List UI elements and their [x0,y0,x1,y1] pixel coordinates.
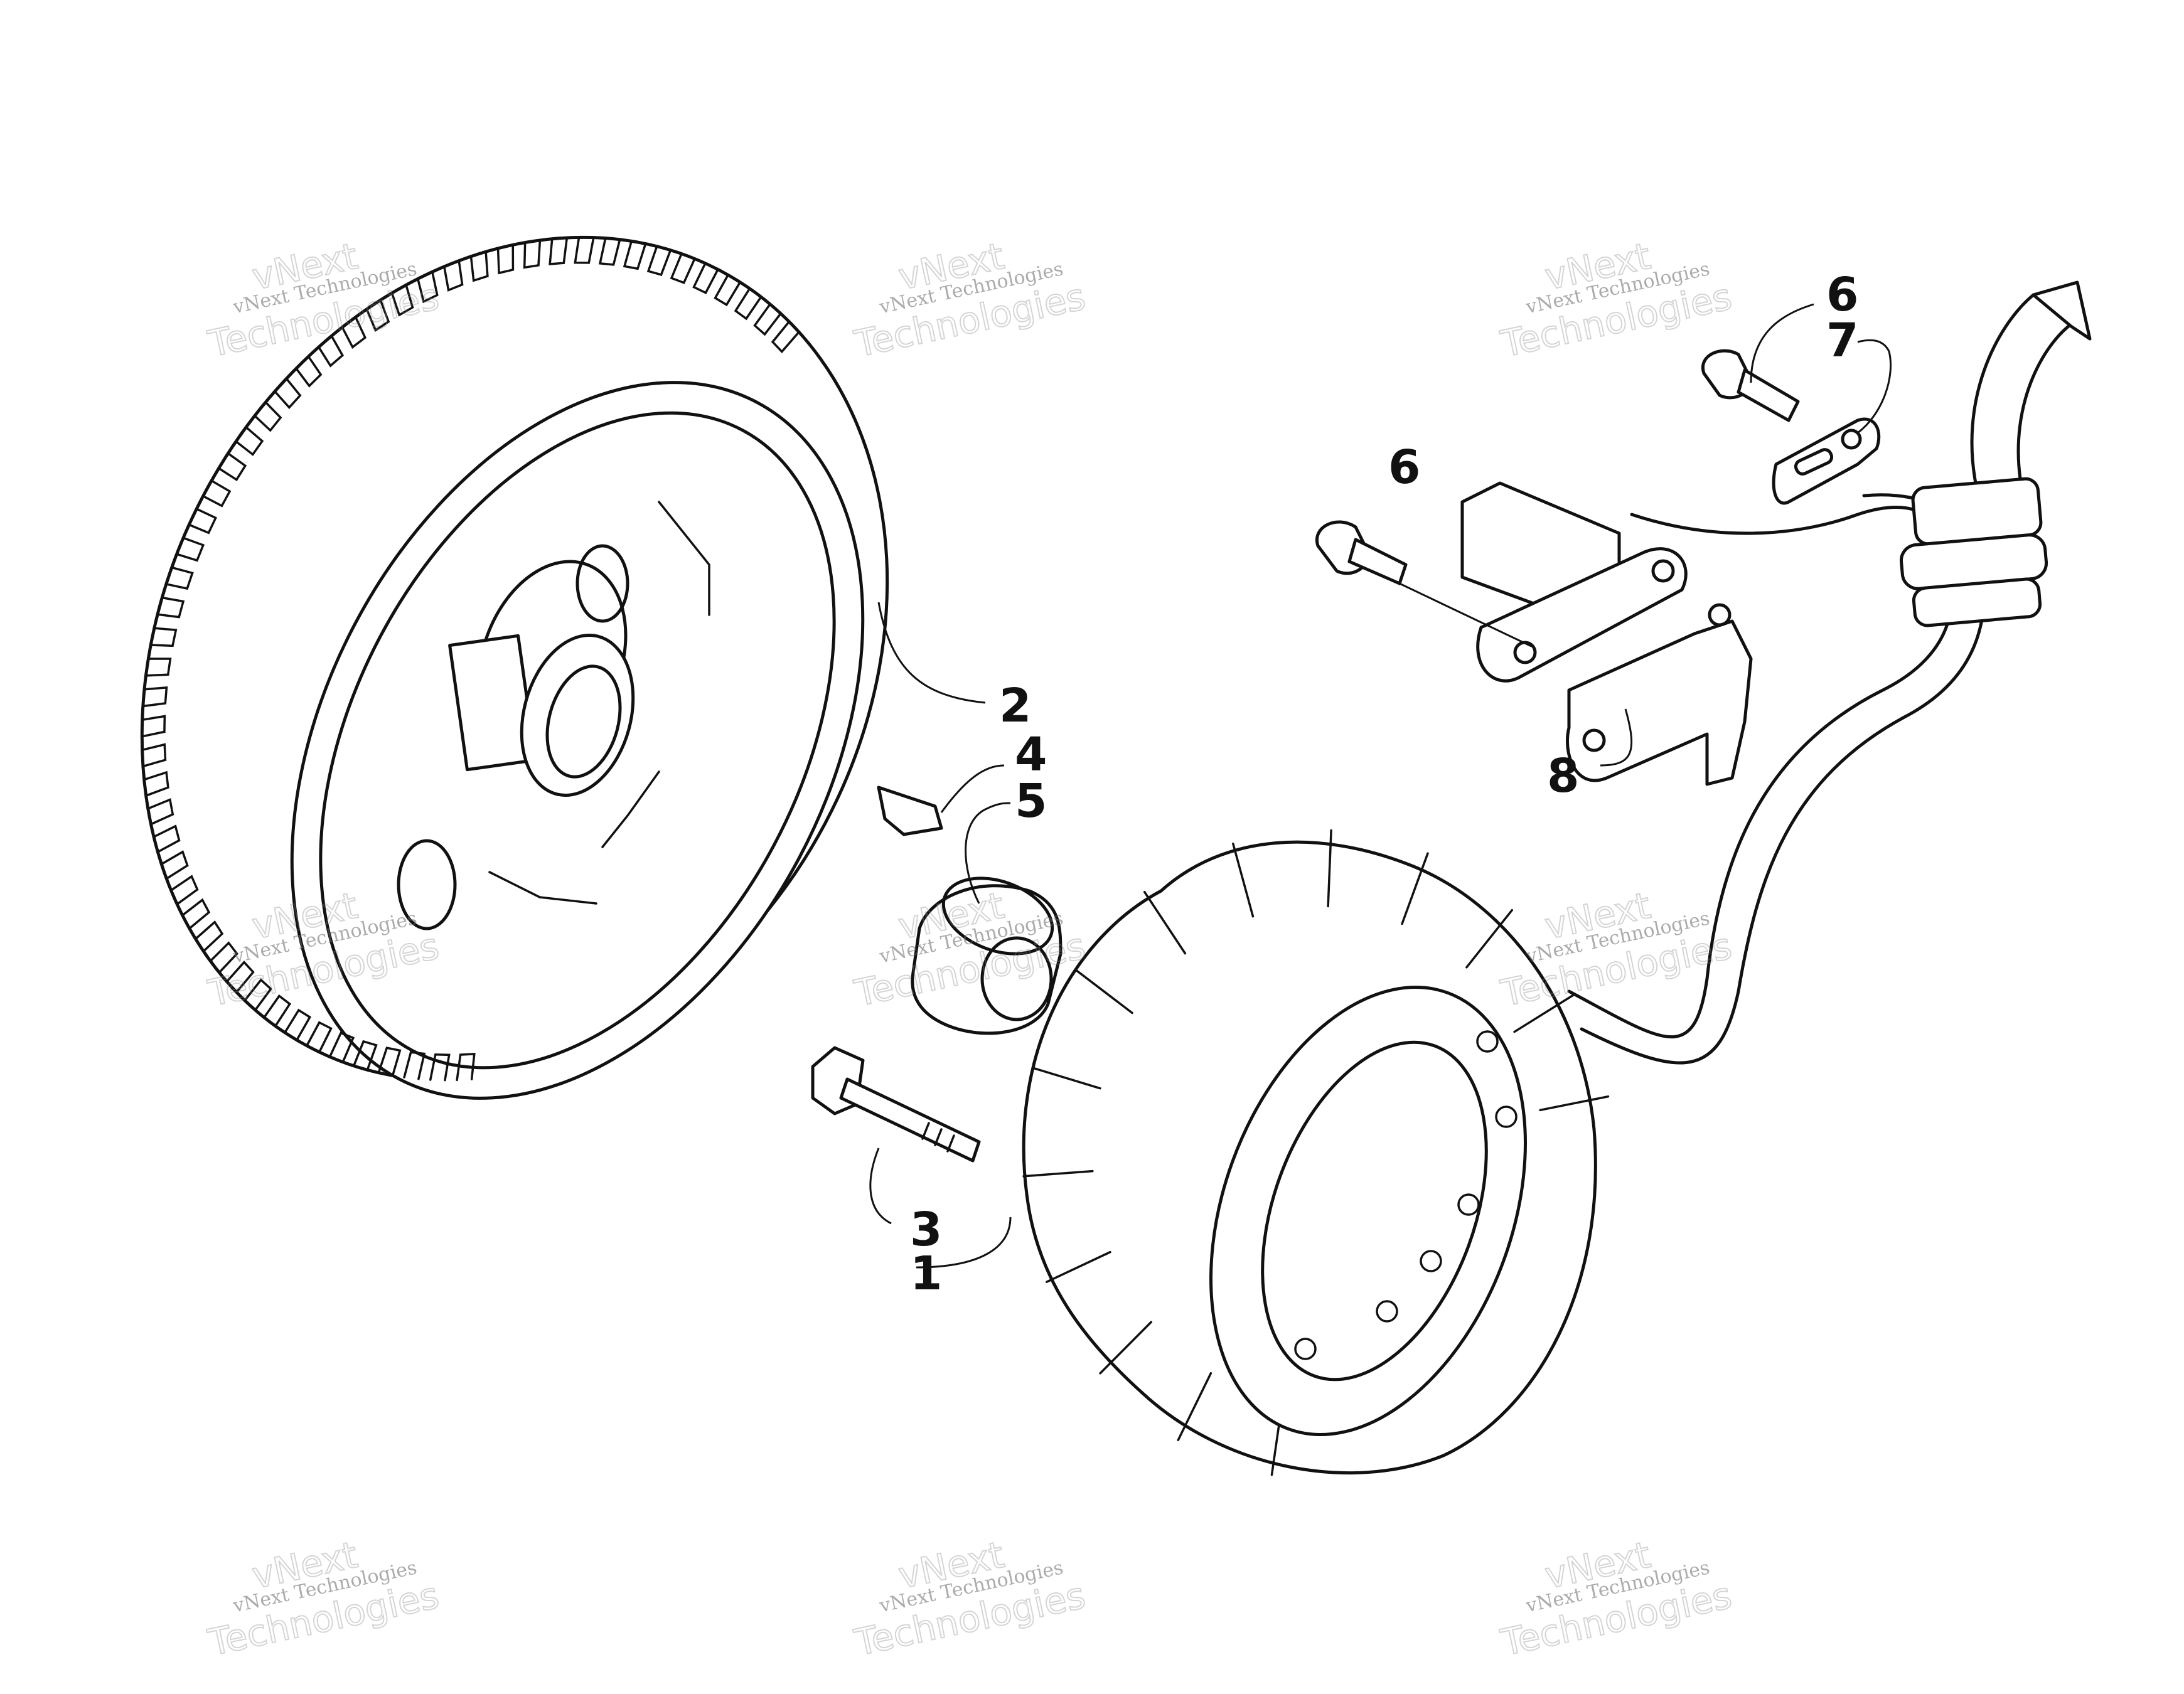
gear-tooth [753,303,782,336]
gear-tooth [141,715,166,738]
gear-tooth [169,875,199,905]
gear-tooth [623,240,647,270]
gear-tooth [209,941,238,974]
screw-upper [1701,349,1800,422]
gear-tooth [771,320,800,354]
gear-tooth [403,1051,426,1080]
stator-pole [1032,1067,1101,1090]
gear-tooth [734,287,763,321]
stator-pole [1539,1095,1610,1112]
gear-tooth [341,316,367,349]
callout-6-upper: 6 [1826,268,1859,322]
gear-tooth [160,850,189,880]
gear-tooth [142,770,169,797]
gear-tooth [181,898,211,930]
gear-tooth [574,236,595,264]
gear-tooth [496,243,515,275]
gear-tooth [225,961,255,994]
callout-labels: 2 4 5 3 1 6 6 7 8 [910,268,1859,1301]
gear-tooth [142,686,168,708]
woodruff-key [877,786,943,836]
callout-5: 5 [1015,774,1047,828]
gear-tooth [141,743,167,768]
flywheel-bolt [811,1046,981,1163]
gear-tooth [692,262,719,295]
callout-8: 8 [1547,749,1580,803]
gear-tooth [353,1040,378,1071]
gear-tooth [549,237,569,265]
gear-tooth [201,479,232,508]
flywheel-rotor [140,235,889,1100]
gear-tooth [429,1053,451,1082]
gear-tooth [714,274,741,307]
lock-plate [1772,417,1881,505]
stator [1022,829,1610,1476]
gear-tooth [194,920,224,952]
gear-tooth [217,452,247,482]
gear-tooth [165,566,194,590]
gear-tooth [254,401,282,432]
stator-pole [1143,890,1187,955]
wire-harness [1567,280,2092,1065]
stator-pole [1232,843,1255,918]
leader-lines [869,303,1892,1269]
callout-3: 3 [910,1203,943,1257]
pickup-coil [1460,481,1688,683]
spacer-collar [911,876,1063,1035]
gear-tooth [390,284,414,317]
gear-tooth [523,239,542,269]
gear-tooth [263,994,292,1028]
gear-tooth [318,334,344,368]
stator-pole [1099,1321,1153,1375]
stator-pole [1074,968,1133,1015]
gear-tooth [365,299,390,332]
gear-tooth [144,658,172,677]
gear-tooth [469,250,489,282]
gear-tooth [598,237,621,266]
stator-pole [1513,993,1576,1033]
gear-tooth [188,508,217,535]
gear-tooth [417,270,439,304]
gear-tooth [274,377,302,410]
stator-pole [1465,908,1513,969]
gear-tooth [175,536,205,562]
gear-tooth [306,1021,333,1053]
callout-6-lower: 6 [1388,440,1421,494]
screw-lower [1315,520,1408,585]
gear-tooth [235,426,264,456]
callout-7: 7 [1826,314,1859,368]
callout-4: 4 [1015,728,1047,782]
stator-pole [1177,1372,1212,1442]
gear-tooth [284,1008,312,1041]
callout-2: 2 [999,679,1032,733]
gear-tooth [153,824,181,853]
gear-tooth [149,627,178,647]
stator-pole [1022,1169,1094,1178]
gear-tooth [377,1047,402,1077]
gear-tooth [244,978,272,1011]
gear-tooth [670,252,696,284]
gear-tooth [328,1031,355,1063]
gear-tooth [443,259,464,292]
mounting-bracket [1566,603,1753,786]
callout-1: 1 [910,1247,943,1301]
gear-tooth [295,355,323,388]
gear-tooth [156,596,185,619]
stator-pole [1401,852,1429,925]
gear-tooth [456,1052,476,1082]
stator-pole [1327,829,1332,908]
stator-pole [1046,1250,1111,1283]
gear-tooth [646,245,672,276]
gear-tooth [147,798,174,826]
